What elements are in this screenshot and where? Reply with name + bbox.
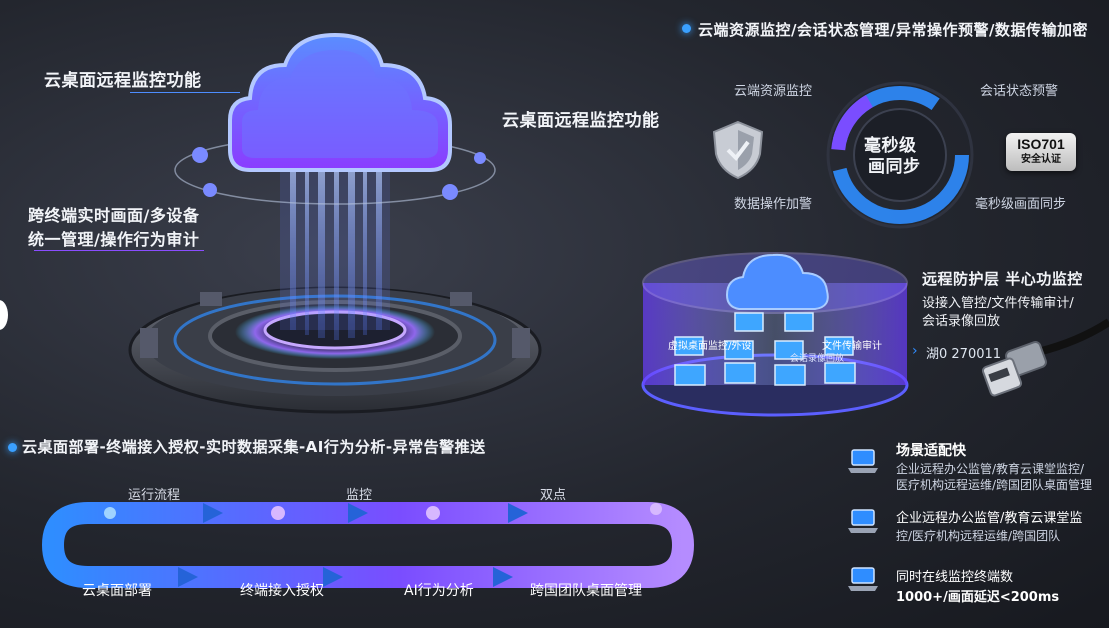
edge-marker: [0, 300, 8, 330]
laptop-icon: [848, 509, 878, 533]
left-label-bottom-1: 跨终端实时画面/多设备: [28, 206, 200, 225]
left-label-bottom-2: 统一管理/操作行为审计: [28, 230, 200, 249]
remote-counter: 湖0 270011: [926, 347, 1002, 362]
feature-3-title: 同时在线监控终端数: [896, 570, 1014, 585]
shield-icon: [712, 120, 764, 180]
light-beams: [280, 150, 390, 340]
pipeline-bullet-icon: [8, 443, 17, 452]
monitoring-cylinder-illustration: [641, 252, 909, 417]
monitor-grid: [674, 312, 856, 386]
connector-line: [130, 92, 240, 93]
cylinder-label-under: 会话录像回放: [790, 354, 845, 364]
flow-top-label-1: 运行流程: [128, 488, 181, 503]
ring-label-br: 毫秒级画面同步: [975, 197, 1067, 212]
flow-top-label-3: 双点: [540, 488, 567, 503]
feature-3-line-1: 1000+/画面延迟<200ms: [896, 590, 1060, 605]
iso-badge: ISO701 安全认证: [1006, 133, 1076, 171]
flow-top-label-2: 监控: [346, 488, 373, 503]
connector-line: [34, 250, 204, 251]
ring-label-tr: 会话状态预警: [980, 84, 1059, 99]
ring-center-line-1: 毫秒级: [864, 136, 917, 156]
flow-step-team-manage: 跨国团队桌面管理: [530, 583, 642, 599]
cylinder-label-right: 文件传输审计: [822, 341, 882, 352]
laptop-icon: [848, 449, 878, 473]
remote-line-1: 设接入管控/文件传输审计/: [922, 296, 1074, 311]
laptop-icon: [848, 567, 878, 591]
iso-badge-text: 安全认证: [1021, 154, 1061, 165]
ring-label-bl: 数据操作加警: [734, 197, 813, 212]
header-title: 云端资源监控/会话状态管理/异常操作预警/数据传输加密: [698, 21, 1088, 39]
flow-step-deploy: 云桌面部署: [82, 583, 152, 599]
iso-badge-code: ISO701: [1017, 136, 1065, 152]
flow-step-ai-analysis: AI行为分析: [404, 583, 474, 599]
ring-center-line-2: 画同步: [868, 157, 921, 177]
feature-1-line-1: 企业远程办公监管/教育云课堂监控/: [896, 462, 1085, 476]
ring-label-tl: 云端资源监控: [734, 84, 813, 99]
remote-line-2: 会话录像回放: [922, 314, 1001, 329]
feature-2-line-2: 控/医疗机构远程运维/跨国团队: [896, 529, 1061, 543]
feature-2-line-1: 企业远程办公监管/教育云课堂监: [896, 511, 1083, 526]
left-label-top: 云桌面远程监控功能: [44, 71, 202, 91]
header-bullet-icon: [682, 24, 691, 33]
cloud-platform-illustration: [128, 32, 542, 414]
remote-title: 远程防护层 半心功监控: [922, 270, 1083, 288]
usb-cable-icon: [981, 318, 1109, 397]
pipeline-track: [41, 502, 695, 588]
cloud-icon: [725, 253, 829, 310]
feature-1-title: 场景适配快: [896, 443, 966, 459]
feature-1-line-2: 医疗机构远程运维/跨国团队桌面管理: [896, 478, 1093, 492]
chevron-right-icon: ›: [912, 343, 918, 359]
left-label-mid: 云桌面远程监控功能: [502, 111, 660, 131]
status-ring-gauge: [826, 81, 974, 229]
flow-step-authorize: 终端接入授权: [240, 583, 324, 599]
cylinder-label-left: 虚拟桌面监控/外设: [668, 341, 752, 352]
pipeline-title: 云桌面部署-终端接入授权-实时数据采集-AI行为分析-异常告警推送: [22, 438, 486, 456]
